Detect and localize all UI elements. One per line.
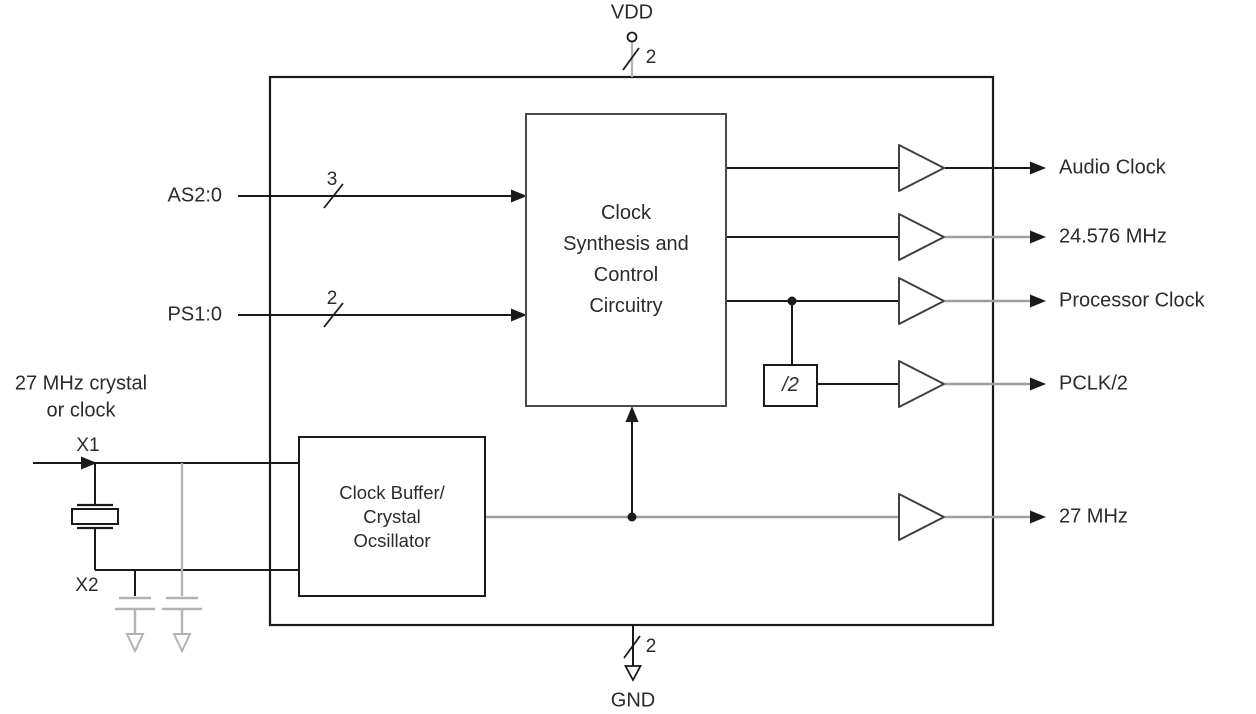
block-text-line: Ocsillator bbox=[353, 529, 431, 551]
output-audio-clock-wire bbox=[727, 144, 1046, 192]
load-capacitor-2-icon bbox=[162, 463, 202, 654]
input-ps-bus-width: 2 bbox=[326, 288, 338, 309]
crystal-symbol-icon bbox=[71, 503, 119, 530]
vdd-label: VDD bbox=[610, 1, 654, 24]
divider-label: /2 bbox=[782, 374, 799, 396]
output-label-processor-clock: Processor Clock bbox=[1059, 289, 1205, 312]
input-ps-wire bbox=[238, 302, 527, 328]
gnd-terminal bbox=[623, 625, 643, 682]
ground-arrow-icon bbox=[125, 633, 145, 654]
bus-slash-icon bbox=[323, 302, 344, 328]
buffer-triangle-icon bbox=[898, 493, 945, 541]
gnd-arrow-icon bbox=[623, 665, 643, 682]
buffer-triangle-icon bbox=[898, 144, 945, 192]
vdd-bus-width: 2 bbox=[645, 47, 657, 68]
input-as-wire bbox=[238, 183, 527, 209]
block-text-line: Control bbox=[593, 264, 659, 286]
block-text-line: Circuitry bbox=[589, 295, 663, 317]
load-capacitor-1-icon bbox=[115, 570, 155, 654]
vdd-pin-circle-icon bbox=[626, 31, 638, 43]
block-text-line: Clock bbox=[600, 202, 651, 224]
arrowhead-icon bbox=[511, 308, 527, 322]
output-24576-wire bbox=[727, 213, 1046, 261]
vdd-bus-slash-icon bbox=[622, 47, 640, 71]
output-27mhz-wire bbox=[486, 406, 1046, 541]
block-text-line: Crystal bbox=[363, 505, 421, 527]
arrowhead-icon bbox=[1030, 294, 1046, 308]
output-label-audio-clock: Audio Clock bbox=[1059, 156, 1166, 179]
arrowhead-icon bbox=[511, 189, 527, 203]
ground-arrow-icon bbox=[172, 633, 192, 654]
crystal-network bbox=[33, 456, 298, 654]
block-text-line: Synthesis and bbox=[563, 233, 689, 255]
output-processor-clock-wire bbox=[727, 277, 1046, 325]
clock-buffer-block: Clock Buffer/ Crystal Ocsillator bbox=[298, 436, 486, 597]
gnd-bus-width: 2 bbox=[645, 636, 657, 657]
output-label-24576mhz: 24.576 MHz bbox=[1059, 225, 1167, 248]
arrowhead-icon bbox=[81, 456, 97, 470]
arrowhead-icon bbox=[1030, 230, 1046, 244]
buffer-triangle-icon bbox=[898, 277, 945, 325]
clock-synthesis-block: Clock Synthesis and Control Circuitry bbox=[525, 113, 727, 407]
block-text-line: Clock Buffer/ bbox=[339, 481, 445, 503]
crystal-caption-line2: or clock bbox=[46, 399, 116, 422]
input-ps-label: PS1:0 bbox=[167, 303, 222, 326]
vdd-terminal bbox=[622, 31, 640, 77]
gnd-label: GND bbox=[610, 689, 656, 712]
pin-x2-label: X2 bbox=[75, 575, 99, 596]
crystal-caption-line1: 27 MHz crystal bbox=[14, 372, 148, 395]
arrowhead-icon bbox=[1030, 510, 1046, 524]
input-as-label: AS2:0 bbox=[167, 184, 222, 207]
divide-by-2-block: /2 bbox=[763, 364, 818, 407]
buffer-triangle-icon bbox=[898, 213, 945, 261]
output-label-pclk2: PCLK/2 bbox=[1059, 372, 1128, 395]
up-arrowhead-icon bbox=[625, 406, 639, 422]
bus-slash-icon bbox=[323, 183, 344, 209]
pin-x1-label: X1 bbox=[76, 435, 100, 456]
output-pclk2-wire bbox=[791, 301, 1046, 408]
arrowhead-icon bbox=[1030, 161, 1046, 175]
buffer-triangle-icon bbox=[898, 360, 945, 408]
arrowhead-icon bbox=[1030, 377, 1046, 391]
input-as-bus-width: 3 bbox=[326, 169, 338, 190]
output-label-27mhz: 27 MHz bbox=[1059, 505, 1128, 528]
gnd-bus-slash-icon bbox=[623, 635, 641, 659]
